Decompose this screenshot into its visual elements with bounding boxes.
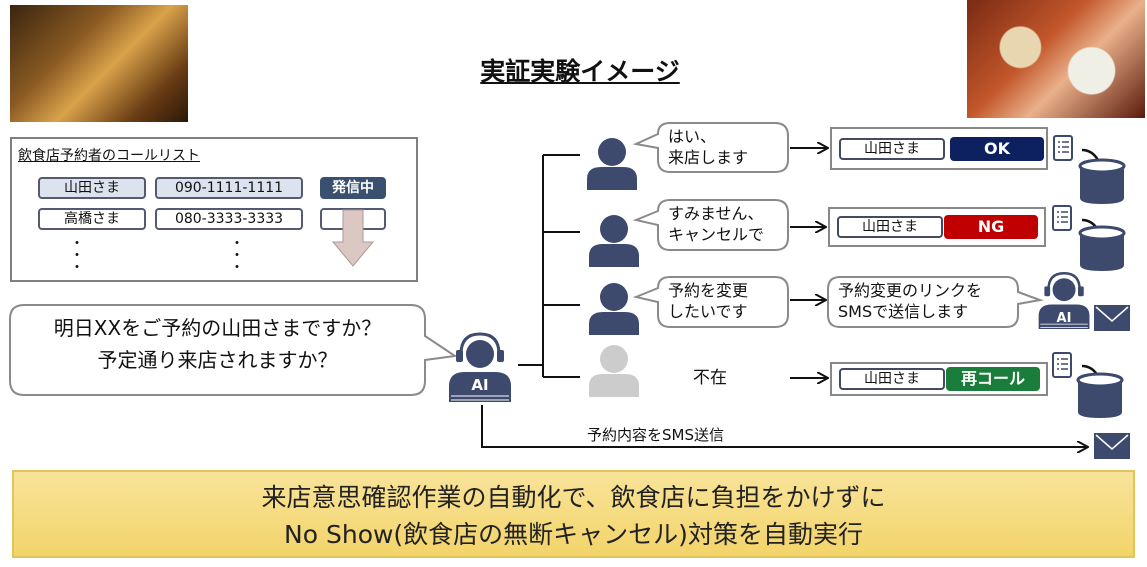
list-phone: 080-3333-3333 <box>155 208 303 230</box>
database-icon <box>1078 158 1126 206</box>
list-name: 山田さま <box>38 177 146 199</box>
call-list-title: 飲食店予約者のコールリスト <box>18 148 200 164</box>
branch-lines <box>481 148 1088 447</box>
response-bubble <box>632 276 789 328</box>
ellipsis: ・・・ <box>70 236 84 276</box>
mail-icon <box>1093 432 1131 460</box>
absent-text: 不在 <box>693 368 727 388</box>
response-text: 予約を変更したいです <box>668 281 749 321</box>
sms-label: 予約内容をSMS送信 <box>587 426 724 444</box>
customer-icon <box>589 215 639 267</box>
customer-icon <box>587 138 637 190</box>
document-icon <box>1052 205 1072 231</box>
ai-question-text: 明日XXをご予約の山田さまですか？予定通り来店されますか？ <box>53 316 382 372</box>
absent-customer-icon <box>589 345 639 397</box>
response-text: すみません、キャンセルで <box>668 204 765 244</box>
ai-label: AI <box>471 376 489 394</box>
food-dishes-photo <box>967 0 1145 118</box>
result-record-recall: 山田さま 再コール <box>830 362 1048 396</box>
document-icon <box>1052 352 1072 378</box>
list-name: 高橋さま <box>38 208 146 230</box>
response-bubble <box>632 122 789 173</box>
restaurant-interior-photo <box>10 5 188 122</box>
result-record-ng: 山田さま NG <box>828 207 1046 247</box>
down-arrow-icon <box>331 209 375 267</box>
question-bubble <box>9 304 458 396</box>
customer-icon <box>589 283 639 335</box>
document-icon <box>1053 135 1073 161</box>
calling-status-badge: 発信中 <box>320 177 386 199</box>
ai-reply-bubble <box>827 276 1044 328</box>
database-icon <box>1078 225 1126 273</box>
response-bubble <box>632 199 789 251</box>
response-text: はい、来店します <box>668 127 749 167</box>
result-record-ok: 山田さま OK <box>830 127 1048 170</box>
page-title: 実証実験イメージ <box>480 57 680 86</box>
ellipsis: ・・・ <box>230 236 244 276</box>
list-phone: 090-1111-1111 <box>155 177 303 199</box>
ai-label: AI <box>1056 311 1072 326</box>
mail-icon <box>1093 304 1131 332</box>
database-icon <box>1076 372 1124 420</box>
